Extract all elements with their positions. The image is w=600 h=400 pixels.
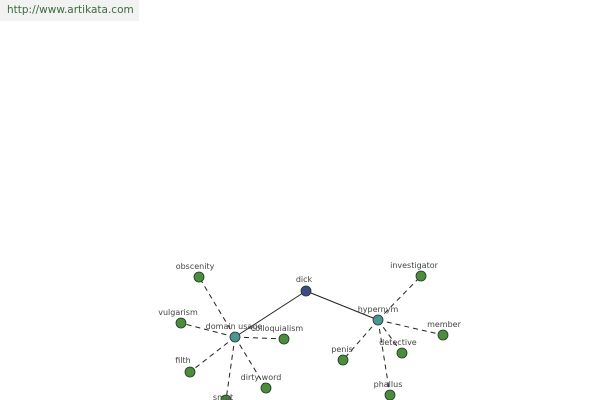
node-relation-domain[interactable] bbox=[229, 331, 241, 343]
graph-labels: dick domain usage hypernym obscenity vulgari… bbox=[158, 261, 461, 400]
edge-hypernym-investigator bbox=[377, 275, 422, 321]
node-label-term-vulgarism: vulgarism bbox=[158, 308, 198, 317]
node-label-term-dirtyword: dirty word bbox=[241, 373, 282, 382]
node-term-obscenity[interactable] bbox=[193, 271, 205, 283]
node-label-term-colloquialism: colloquialism bbox=[251, 324, 304, 333]
edge-root-domain bbox=[234, 290, 307, 338]
graph-nodes bbox=[175, 270, 449, 400]
edge-hypernym-penis bbox=[342, 319, 379, 361]
edge-hypernym-detective bbox=[377, 319, 403, 354]
node-label-term-phallus: phallus bbox=[374, 380, 403, 389]
node-label-relation-domain: domain usage bbox=[206, 322, 263, 331]
edge-hypernym-member bbox=[377, 319, 444, 336]
node-term-phallus[interactable] bbox=[384, 389, 396, 400]
site-url-link[interactable]: http://www.artikata.com bbox=[0, 0, 139, 21]
node-label-term-smut: smut bbox=[213, 393, 233, 400]
edge-domain-vulgarism bbox=[180, 322, 236, 338]
node-term-dirtyword[interactable] bbox=[260, 382, 272, 394]
edge-domain-filth bbox=[189, 336, 236, 373]
node-term-investigator[interactable] bbox=[415, 270, 427, 282]
edge-domain-obscenity bbox=[198, 276, 236, 338]
node-label-term-detective: detective bbox=[379, 338, 417, 347]
edge-domain-smut bbox=[225, 336, 236, 400]
node-term-colloquialism[interactable] bbox=[278, 333, 290, 345]
node-label-root: dick bbox=[296, 275, 313, 284]
edge-domain-dirtyword bbox=[234, 336, 267, 389]
node-label-term-obscenity: obscenity bbox=[176, 262, 215, 271]
node-term-detective[interactable] bbox=[396, 347, 408, 359]
node-term-member[interactable] bbox=[437, 329, 449, 341]
node-label-term-penis: penis bbox=[331, 345, 352, 354]
edge-hypernym-phallus bbox=[377, 319, 391, 396]
node-term-vulgarism[interactable] bbox=[175, 317, 187, 329]
node-label-term-investigator: investigator bbox=[390, 261, 438, 270]
node-label-relation-hypernym: hypernym bbox=[358, 305, 399, 314]
edge-root-hypernym bbox=[305, 290, 379, 321]
node-relation-hypernym[interactable] bbox=[372, 314, 384, 326]
node-term-smut[interactable] bbox=[220, 394, 232, 400]
node-term-penis[interactable] bbox=[337, 354, 349, 366]
node-label-term-filth: filth bbox=[175, 356, 190, 365]
edge-domain-colloquialism bbox=[234, 336, 285, 340]
node-root[interactable] bbox=[300, 285, 312, 297]
graph-edges bbox=[180, 275, 444, 400]
node-term-filth[interactable] bbox=[184, 366, 196, 378]
node-label-term-member: member bbox=[427, 320, 462, 329]
